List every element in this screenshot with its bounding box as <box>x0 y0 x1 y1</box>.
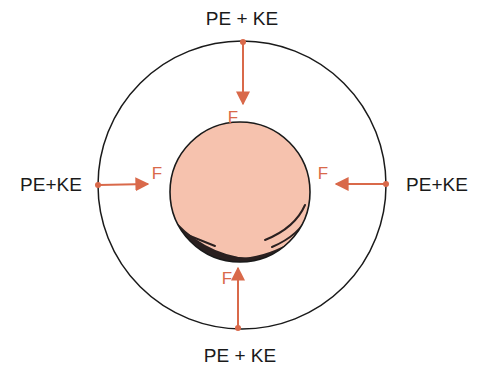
energy-label: PE+KE <box>20 175 82 196</box>
orbit-points <box>95 39 389 331</box>
force-label: F <box>228 109 238 128</box>
planet-outline <box>170 122 310 262</box>
force-arrows <box>99 44 385 327</box>
force-label: F <box>318 165 328 184</box>
force-label: F <box>152 165 162 184</box>
energy-label: PE+KE <box>406 175 468 196</box>
energy-label: PE + KE <box>206 9 278 30</box>
energy-label: PE + KE <box>204 346 276 367</box>
orbit-circle <box>98 41 386 329</box>
force-label: F <box>222 270 232 289</box>
planet-shading <box>175 205 308 262</box>
planet <box>170 122 310 262</box>
